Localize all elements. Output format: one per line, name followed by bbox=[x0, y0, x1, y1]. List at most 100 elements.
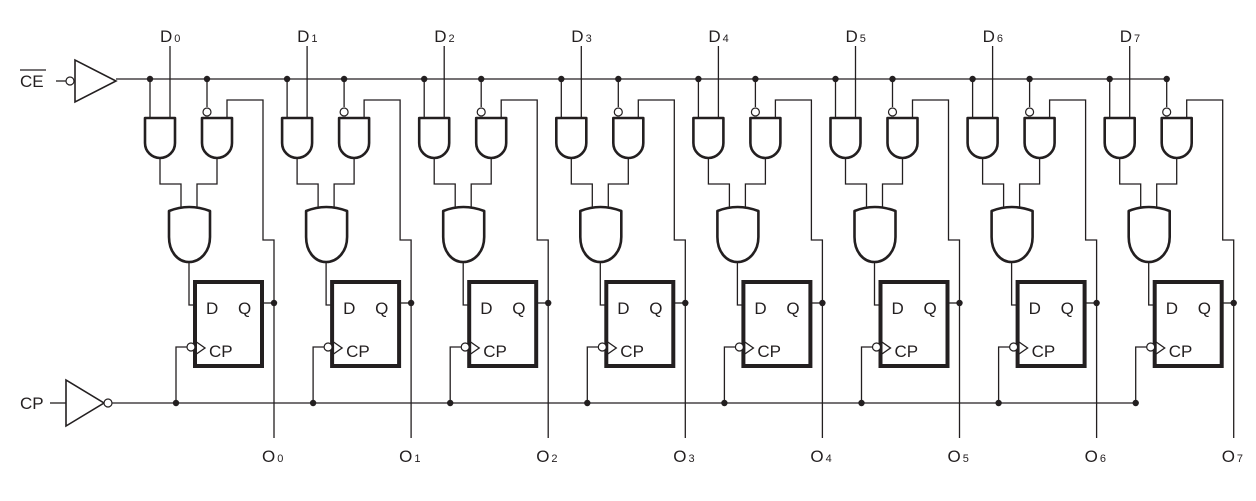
d-flip-flop bbox=[193, 280, 264, 368]
ce-inversion-bubble bbox=[65, 76, 75, 86]
and-gate-hold bbox=[1023, 116, 1056, 160]
and-input-inversion-bubble bbox=[750, 107, 761, 117]
clock-edge-indicator bbox=[605, 340, 618, 356]
clock-inversion-bubble bbox=[1008, 342, 1019, 352]
and-input-inversion-bubble bbox=[202, 107, 212, 117]
ff-q-label: Q bbox=[1198, 299, 1211, 318]
and-gate-data bbox=[692, 116, 725, 160]
d-flip-flop bbox=[1152, 280, 1224, 368]
and-input-inversion-bubble bbox=[1024, 107, 1035, 117]
and-gate-data bbox=[417, 116, 451, 160]
clock-inversion-bubble bbox=[323, 342, 333, 352]
and-gate-data bbox=[966, 116, 999, 160]
d-flip-flop bbox=[741, 280, 813, 368]
ff-cp-label: CP bbox=[620, 342, 644, 361]
q-feedback-line bbox=[774, 99, 824, 303]
and-gate-data bbox=[143, 116, 177, 160]
clock-edge-indicator bbox=[743, 340, 755, 356]
clock-inversion-bubble bbox=[186, 342, 196, 352]
and-gate-hold bbox=[612, 116, 645, 160]
ff-d-label: D bbox=[754, 299, 766, 318]
cp-junction bbox=[447, 399, 454, 407]
ff-d-label: D bbox=[343, 299, 355, 318]
cp-buffer bbox=[65, 378, 106, 428]
and-input-inversion-bubble bbox=[1162, 107, 1172, 117]
clock-inversion-bubble bbox=[1146, 342, 1156, 352]
and-gate-hold bbox=[200, 116, 234, 160]
ff-q-label: Q bbox=[238, 299, 251, 318]
or-gate bbox=[716, 205, 760, 264]
d-flip-flop bbox=[1015, 280, 1087, 368]
d-flip-flop bbox=[604, 280, 676, 368]
and-gate-data bbox=[1103, 116, 1136, 160]
or-gate bbox=[1127, 205, 1171, 264]
clock-edge-indicator bbox=[468, 340, 481, 356]
ff-cp-label: CP bbox=[757, 342, 781, 361]
and-input-inversion-bubble bbox=[476, 107, 486, 117]
q-feedback-line bbox=[500, 99, 549, 303]
clock-inversion-bubble bbox=[460, 342, 470, 352]
clock-inversion-bubble bbox=[871, 342, 882, 352]
cp-input: CP bbox=[20, 378, 113, 428]
and-gate-data bbox=[829, 116, 862, 160]
d-flip-flop bbox=[330, 280, 402, 368]
or-gate bbox=[990, 205, 1034, 264]
ff-cp-label: CP bbox=[1169, 342, 1193, 361]
ff-d-label: D bbox=[1029, 299, 1041, 318]
ff-cp-label: CP bbox=[1032, 342, 1056, 361]
clock-edge-indicator bbox=[1154, 340, 1166, 356]
and-gate-hold bbox=[474, 116, 508, 160]
ff-d-label: D bbox=[480, 299, 492, 318]
q-feedback-line bbox=[911, 99, 961, 303]
ff-q-label: Q bbox=[786, 299, 799, 318]
cp-junction bbox=[721, 399, 728, 407]
or-gate bbox=[441, 205, 486, 264]
clock-inversion-bubble bbox=[597, 342, 607, 352]
ff-q-label: Q bbox=[375, 299, 388, 318]
and-input-inversion-bubble bbox=[613, 107, 623, 117]
clock-edge-indicator bbox=[194, 340, 207, 356]
q-feedback-line bbox=[1186, 99, 1235, 303]
d-flip-flop bbox=[467, 280, 539, 368]
ff-cp-label: CP bbox=[483, 342, 507, 361]
q-feedback-line bbox=[226, 99, 275, 303]
ce-input: CE bbox=[20, 58, 118, 104]
clock-edge-indicator bbox=[880, 340, 892, 356]
ff-d-label: D bbox=[892, 299, 904, 318]
ff-cp-label: CP bbox=[209, 342, 233, 361]
ff-d-label: D bbox=[206, 299, 218, 318]
q-feedback-line bbox=[363, 99, 412, 303]
or-gate bbox=[579, 205, 623, 264]
ce-buffer bbox=[74, 58, 118, 104]
ff-d-label: D bbox=[1166, 299, 1178, 318]
ff-cp-label: CP bbox=[346, 342, 370, 361]
ff-q-label: Q bbox=[512, 299, 525, 318]
clock-edge-indicator bbox=[331, 340, 344, 356]
or-gate bbox=[853, 205, 897, 264]
and-gate-hold bbox=[749, 116, 782, 160]
ff-d-label: D bbox=[617, 299, 629, 318]
and-gate-data bbox=[555, 116, 588, 160]
cp-junction bbox=[584, 399, 591, 407]
ff-q-label: Q bbox=[924, 299, 937, 318]
